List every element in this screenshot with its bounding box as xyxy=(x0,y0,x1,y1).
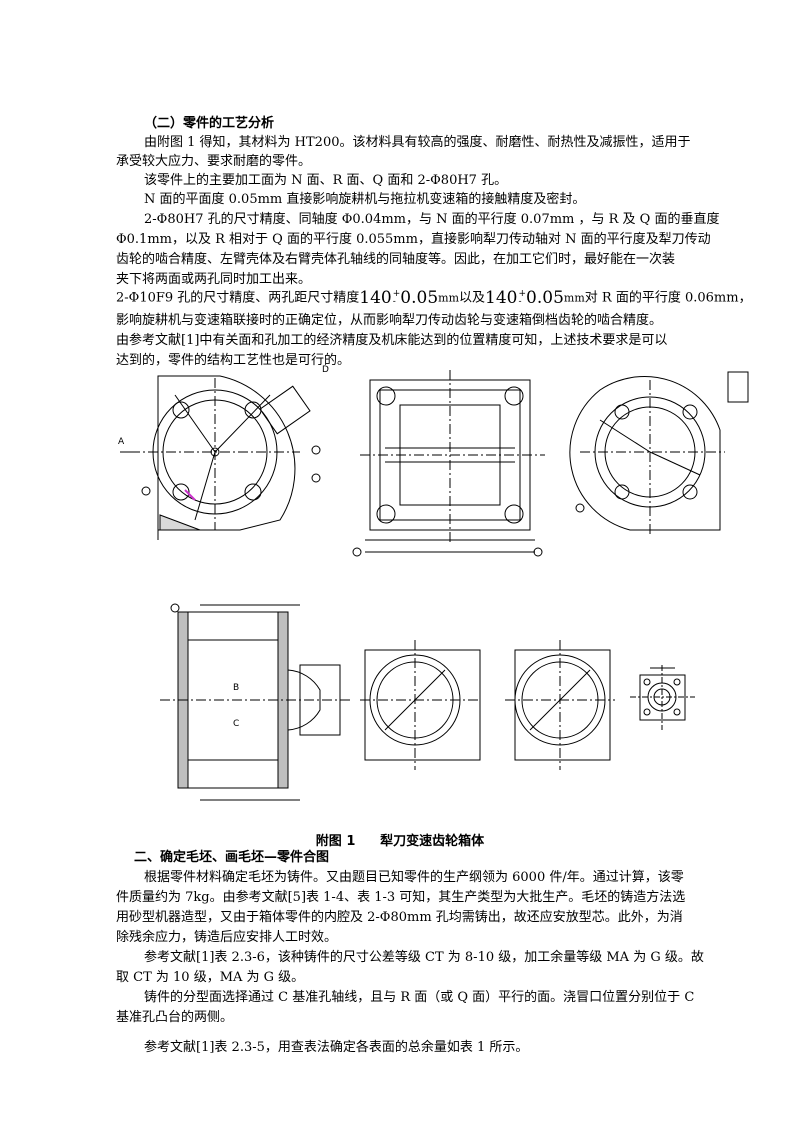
tolerance-unit: mm xyxy=(563,291,585,305)
paragraph-text: 对 R 面的平行度 0.06mm， xyxy=(584,290,752,306)
paragraph-text: 2-Φ10F9 孔的尺寸精度、两孔距尺寸精度 xyxy=(116,290,360,306)
figure-caption: 附图 1 犁刀变速齿轮箱体 xyxy=(0,830,800,849)
tolerance-upper: + xyxy=(518,289,527,299)
paragraph-line: 承受较大应力、要求耐磨的零件。 xyxy=(116,154,312,169)
paragraph-line: 由参考文献[1]中有关面和孔加工的经济精度及机床能达到的位置精度可知，上述技术要… xyxy=(116,333,668,348)
paragraph-line: 夹下将两面或两孔同时加工出来。 xyxy=(116,272,312,287)
tolerance-stack: +- xyxy=(392,289,401,307)
label-C: C xyxy=(233,719,239,729)
label-B: B xyxy=(233,683,239,693)
tolerance-upper: + xyxy=(392,289,401,299)
label-A: A xyxy=(118,437,125,447)
tolerance-lower: - xyxy=(392,297,396,307)
tolerance-stack: +- xyxy=(518,289,527,307)
figure-caption-label: 附图 1 xyxy=(315,834,356,849)
paragraph-line: 由附图 1 得知，其材料为 HT200。该材料具有较高的强度、耐磨性、耐热性及减… xyxy=(144,135,691,150)
paragraph-line: 2-Φ80H7 孔的尺寸精度、同轴度 Φ0.04mm，与 N 面的平行度 0.0… xyxy=(144,212,720,227)
tolerance-lower: - xyxy=(518,297,522,307)
paragraph-line: 达到的，零件的结构工艺性也是可行的。 xyxy=(116,353,351,368)
paragraph-line: 齿轮的啮合精度、左臂壳体及右臂壳体孔轴线的同轴度等。因此，在加工它们时，最好能在… xyxy=(116,252,676,267)
paragraph-line: 参考文献[1]表 2.3-6，该种铸件的尺寸公差等级 CT 为 8-10 级，加… xyxy=(144,950,704,965)
engineering-drawing: A D B C xyxy=(118,365,749,801)
paragraph-line: 根据零件材料确定毛坯为铸件。又由题目已知零件的生产纲领为 6000 件/年。通过… xyxy=(144,870,684,885)
drawing-view-top xyxy=(352,370,545,557)
paragraph-line: N 面的平面度 0.05mm 直接影响旋耕机与拖拉机变速箱的接触精度及密封。 xyxy=(144,192,586,207)
drawing-view-circle-a xyxy=(360,640,481,770)
drawing-view-front-circle xyxy=(120,375,321,540)
paragraph-line: 铸件的分型面选择通过 C 基准孔轴线，且与 R 面（或 Q 面）平行的面。浇冒口… xyxy=(144,990,695,1005)
tolerance-unit: mm xyxy=(438,291,460,305)
drawing-view-section xyxy=(160,603,350,801)
tolerance-paragraph-line: 2-Φ10F9 孔的尺寸精度、两孔距尺寸精度140+-0.05mm以及140+-… xyxy=(116,288,752,312)
paragraph-line: 件质量约为 7kg。由参考文献[5]表 1-4、表 1-3 可知，其生产类型为大… xyxy=(116,890,686,905)
drawing-view-flange xyxy=(630,665,695,730)
paragraph-line: 除残余应力，铸造后应安排人工时效。 xyxy=(116,930,338,945)
tolerance-value: 0.05 xyxy=(526,288,564,308)
tolerance-value: 0.05 xyxy=(400,288,439,308)
label-D: D xyxy=(322,365,329,375)
drawing-view-side-circle xyxy=(569,371,749,535)
paragraph-line: Φ0.1mm，以及 R 相对于 Q 面的平行度 0.055mm，直接影响犁刀传动… xyxy=(116,232,711,247)
paragraph-line: 影响旋耕机与变速箱联接时的正确定位，从而影响犁刀传动齿轮与变速箱倒档齿轮的啮合精… xyxy=(116,313,663,328)
tolerance-base: 140 xyxy=(359,288,392,308)
figure-caption-title: 犁刀变速齿轮箱体 xyxy=(380,834,485,849)
paragraph-line: 用砂型机器造型，又由于箱体零件的内腔及 2-Φ80mm 孔均需铸出，故还应安放型… xyxy=(116,910,683,925)
section2-heading: 二、确定毛坯、画毛坯—零件合图 xyxy=(134,850,330,865)
paragraph-line: 基准孔凸台的两侧。 xyxy=(116,1010,234,1025)
paragraph-line: 取 CT 为 10 级，MA 为 G 级。 xyxy=(116,970,305,985)
drawing-view-circle-b xyxy=(505,640,615,770)
paragraph-line: 该零件上的主要加工面为 N 面、R 面、Q 面和 2-Φ80H7 孔。 xyxy=(144,173,508,188)
paragraph-text: 以及 xyxy=(459,290,486,306)
tolerance-base: 140 xyxy=(485,288,518,308)
paragraph-line: 参考文献[1]表 2.3-5，用查表法确定各表面的总余量如表 1 所示。 xyxy=(144,1040,529,1055)
section-heading: （二）零件的工艺分析 xyxy=(144,116,275,131)
